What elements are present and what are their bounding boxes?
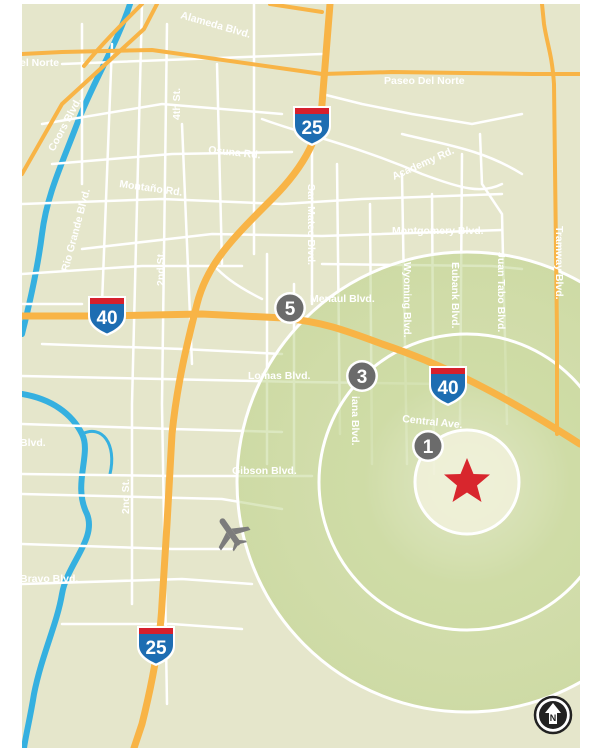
interstate-shield-i25-south: 25 bbox=[137, 626, 175, 666]
airplane-icon bbox=[218, 518, 251, 552]
north-arrow-icon: N bbox=[533, 695, 573, 735]
marker-number: 3 bbox=[357, 367, 368, 388]
interstate-label: 25 bbox=[145, 638, 167, 659]
map-canvas: Alameda Blvd. el Norte Paseo Del Norte C… bbox=[22, 4, 580, 748]
marker-number: 5 bbox=[285, 299, 296, 320]
road-label-montgomery: Montgomery Blvd. bbox=[392, 225, 484, 237]
road-label-juan-tabo: Juan Tabo Blvd. bbox=[495, 252, 507, 332]
road-label-wyoming: Wyoming Blvd. bbox=[401, 262, 413, 338]
map-marker-5[interactable]: 5 bbox=[274, 292, 306, 324]
map[interactable]: Alameda Blvd. el Norte Paseo Del Norte C… bbox=[22, 4, 580, 748]
road-label-second-st-north: 2nd St. bbox=[155, 251, 167, 286]
compass-label: N bbox=[550, 713, 557, 723]
map-marker-1[interactable]: 1 bbox=[412, 430, 444, 462]
road-label-san-mateo: San Mateo Blvd. bbox=[305, 184, 317, 265]
marker-number: 1 bbox=[423, 437, 434, 458]
interstate-label: 40 bbox=[437, 378, 458, 399]
road-label-tramway: Tramway Blvd. bbox=[553, 226, 565, 300]
interstate-shield-i25-north: 25 bbox=[293, 106, 331, 146]
star-icon[interactable] bbox=[444, 458, 490, 502]
road-label-eubank: Eubank Blvd. bbox=[449, 262, 461, 329]
interstate-shield-i40-west: 40 bbox=[88, 296, 126, 336]
road-label-gibson: Gibson Blvd. bbox=[232, 465, 297, 477]
road-label-osuna: Osuna Rd. bbox=[208, 144, 262, 161]
road-label-left-blvd: Blvd. bbox=[22, 437, 46, 449]
road-label-del-norte: el Norte bbox=[22, 57, 59, 69]
road-label-louisiana: iana Blvd. bbox=[349, 396, 361, 446]
river bbox=[22, 4, 133, 748]
road-label-bravo: Bravo Blvd. bbox=[22, 573, 78, 585]
interstate-label: 25 bbox=[301, 118, 323, 139]
road-label-second-st-south: 2nd St. bbox=[120, 479, 132, 514]
map-marker-3[interactable]: 3 bbox=[346, 360, 378, 392]
road-label-fourth-st: 4th St. bbox=[171, 88, 183, 120]
road-label-menaul: Menaul Blvd. bbox=[310, 293, 375, 305]
interstate-shield-i40-east: 40 bbox=[429, 366, 467, 406]
road-label-paseo-del-norte: Paseo Del Norte bbox=[384, 75, 465, 87]
road-label-lomas: Lomas Blvd. bbox=[248, 370, 311, 382]
interstate-label: 40 bbox=[96, 308, 117, 329]
